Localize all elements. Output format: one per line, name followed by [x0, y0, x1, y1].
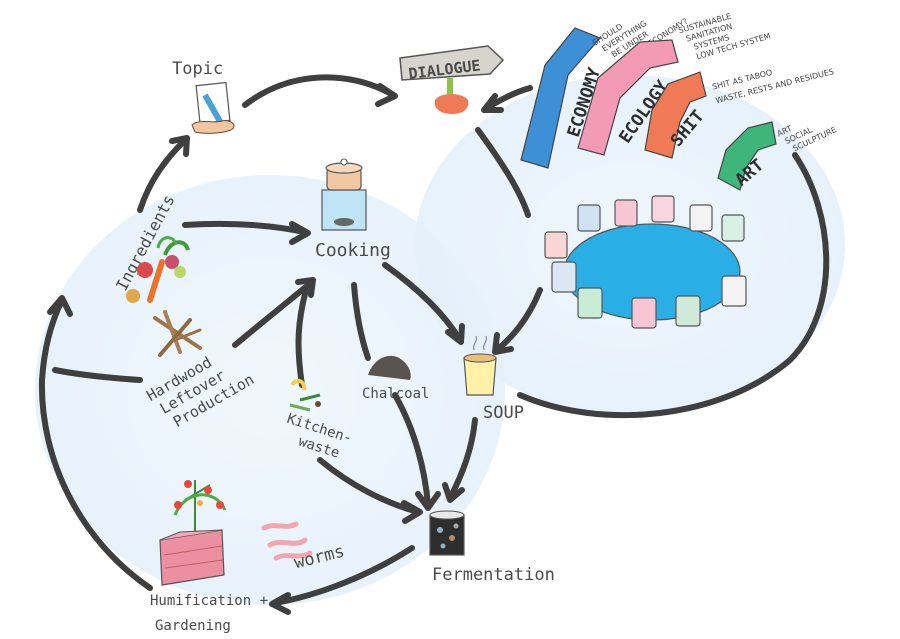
arrow-soup-to-fermentation — [447, 417, 478, 501]
arrow-topic-to-dialogue — [242, 74, 396, 108]
cooking-label: Cooking — [315, 240, 391, 261]
humification-label-1: Humification + — [150, 593, 268, 609]
topic-node: Topic — [172, 59, 235, 134]
banner-shit-notes: SHIT AS TABOO WASTE, RESTS AND RESIDUES — [711, 67, 835, 105]
soup-cup-icon — [463, 335, 497, 396]
arrow-dialogue-to-soup — [494, 287, 543, 353]
cup-people-front — [551, 261, 747, 329]
arrow-humification-up — [38, 297, 153, 591]
arrow-ingredients-to-topic — [137, 137, 188, 213]
fermentation-node: Fermentation — [429, 510, 555, 585]
banner-shit-shape — [644, 71, 707, 159]
fermentation-label: Fermentation — [432, 565, 555, 585]
cooking-node: Cooking — [315, 158, 391, 261]
scraps-icon — [289, 378, 321, 412]
humification-node: Humification + Gardening — [150, 480, 268, 634]
topic-card-icon — [191, 81, 235, 134]
arrow-ingredients-to-cooking — [182, 220, 308, 235]
banner-ecology-notes: SUSTAINABLE SANITATION SYSTEMS LOW TECH … — [677, 12, 771, 62]
arrow-dialogue-down — [475, 127, 531, 218]
chalcoal-node: Chalcoal — [362, 355, 429, 402]
humification-label-2: Gardening — [155, 618, 231, 634]
vegetables-icon — [126, 236, 190, 303]
garden-box-icon — [159, 480, 227, 586]
arrow-hardwood-to-left — [52, 367, 143, 383]
cycle-arrows — [38, 74, 830, 615]
topic-label: Topic — [172, 59, 223, 79]
cup-people-back — [544, 195, 745, 259]
people-around-pool — [544, 195, 747, 329]
soup-node: SOUP — [463, 335, 524, 423]
banner-economy-shape — [520, 27, 602, 169]
charcoal-pile-icon — [368, 355, 411, 380]
arrow-kitchenwaste-to-cooking — [295, 287, 309, 388]
arrow-cooking-to-soup — [382, 262, 463, 343]
pot-icon — [321, 158, 367, 231]
arrow-chalcoal-to-fermentation — [392, 392, 431, 508]
fermentation-jar-icon — [429, 510, 465, 556]
worms-icon — [261, 521, 313, 561]
arrow-kitchenwaste-to-fermentation — [317, 457, 421, 515]
arrow-fermentation-to-humification — [272, 545, 415, 606]
arrow-right-loop — [517, 152, 830, 419]
banner-ecology-shape — [577, 39, 679, 156]
arrow-cooking-to-chalcoal — [351, 282, 371, 361]
wood-icon — [153, 310, 202, 357]
soup-label: SOUP — [483, 403, 524, 423]
banner-art-shape — [717, 121, 777, 191]
chalcoal-label: Chalcoal — [362, 386, 429, 402]
